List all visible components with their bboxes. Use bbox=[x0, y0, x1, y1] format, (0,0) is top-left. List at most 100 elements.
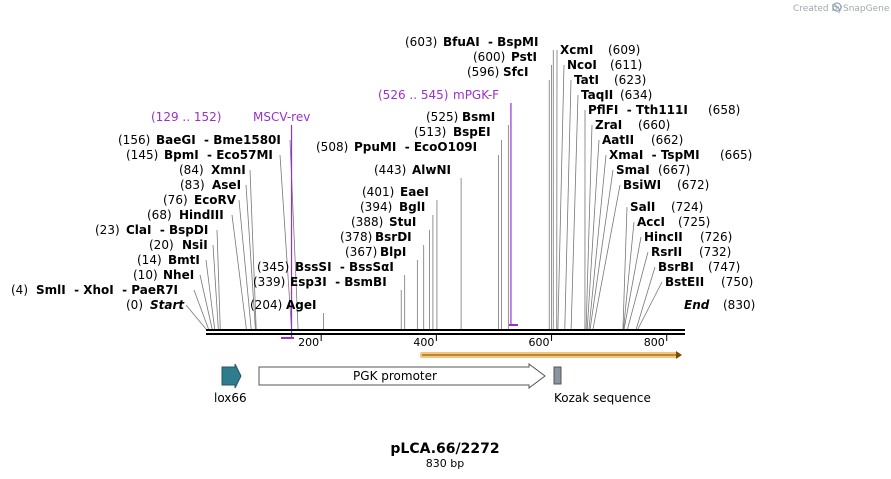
site-name: AgeI bbox=[286, 298, 316, 312]
site-position: (443) bbox=[374, 163, 406, 177]
feature-pgk-promoter[interactable] bbox=[258, 363, 546, 389]
site-agei[interactable]: (204) AgeI bbox=[250, 298, 316, 312]
site-bsiwi[interactable]: BsiWI(672) bbox=[623, 178, 709, 192]
leader-bsiwi bbox=[592, 184, 621, 330]
leader-aatii bbox=[586, 139, 600, 330]
site-sali[interactable]: SalI(724) bbox=[630, 200, 703, 214]
site-sfci[interactable]: (596)SfcI bbox=[467, 65, 528, 79]
site-pflfi-tth111i[interactable]: PflFI - Tth111I(658) bbox=[588, 103, 740, 117]
site-position: (23) bbox=[95, 223, 120, 237]
site-name: NcoI bbox=[567, 58, 597, 72]
site-acci[interactable]: AccI(725) bbox=[637, 215, 710, 229]
leader-zrai bbox=[585, 124, 593, 330]
site-start[interactable]: (0)Start bbox=[126, 298, 185, 312]
site-asei[interactable]: (83)AseI bbox=[180, 178, 241, 192]
plasmid-length: 830 bp bbox=[426, 457, 464, 470]
site-name: PflFI - Tth111I bbox=[588, 103, 688, 117]
site-hindiii[interactable]: (68)HindIII bbox=[147, 208, 224, 222]
site-esp3i-bsmbi[interactable]: (339)Esp3I - BsmBI bbox=[253, 275, 387, 289]
leader-sali bbox=[622, 206, 628, 330]
site-position: (623) bbox=[614, 73, 646, 87]
site-position: (603) bbox=[405, 35, 437, 49]
dna-backbone bbox=[206, 329, 685, 335]
primer-range: (526 .. 545) bbox=[378, 88, 448, 102]
site-smai[interactable]: SmaI(667) bbox=[616, 163, 690, 177]
site-alwni[interactable]: (443) AlwNI bbox=[374, 163, 451, 177]
site-name: TaqII bbox=[581, 88, 613, 102]
site-position: (525) bbox=[426, 110, 458, 124]
site-position: (609) bbox=[608, 43, 640, 57]
site-name: BssSI - BssSαI bbox=[295, 260, 394, 274]
site-baegi-bme1580i[interactable]: (156)BaeGI - Bme1580I bbox=[118, 133, 281, 147]
site-bsrbi[interactable]: BsrBI(747) bbox=[658, 260, 740, 274]
site-blpi[interactable]: (367)BlpI bbox=[345, 245, 406, 259]
site-position: (378) bbox=[340, 230, 372, 244]
site-name: Esp3I - BsmBI bbox=[290, 275, 387, 289]
site-position: (596) bbox=[467, 65, 499, 79]
site-name: NheI bbox=[163, 268, 194, 282]
site-position: (4) bbox=[11, 283, 28, 297]
site-name: BlpI bbox=[380, 245, 406, 259]
site-bsteii[interactable]: BstEII (750) bbox=[665, 275, 753, 289]
primer-mscv-rev[interactable]: (129 .. 152)MSCV-rev bbox=[151, 110, 310, 124]
site-tati[interactable]: TatI(623) bbox=[574, 73, 646, 87]
leader-ecorv bbox=[238, 199, 252, 330]
site-name: NsiI bbox=[182, 238, 208, 252]
site-position: (732) bbox=[699, 245, 731, 259]
site-name: BpmI - Eco57MI bbox=[164, 148, 273, 162]
site-taqii[interactable]: TaqII(634) bbox=[581, 88, 652, 102]
site-name: ZraI bbox=[595, 118, 622, 132]
site-position: (0) bbox=[126, 298, 143, 312]
site-bmti[interactable]: (14)BmtI bbox=[137, 253, 200, 267]
plasmid-title: pLCA.66/2272 bbox=[390, 441, 499, 457]
site-bgli[interactable]: (394)BglI bbox=[360, 200, 425, 214]
site-bspei[interactable]: (513)BspEI bbox=[414, 125, 491, 139]
site-hincii[interactable]: HincII(726) bbox=[644, 230, 732, 244]
site-ecorv[interactable]: (76)EcoRV bbox=[163, 193, 237, 207]
site-xmni[interactable]: (84)XmnI bbox=[179, 163, 246, 177]
site-name: SmlI - XhoI - PaeR7I bbox=[36, 283, 178, 297]
feature-lox66[interactable] bbox=[221, 363, 242, 389]
site-position: (726) bbox=[700, 230, 732, 244]
site-position: (750) bbox=[721, 275, 753, 289]
feature-kozak[interactable] bbox=[553, 366, 562, 385]
site-stui[interactable]: (388)StuI bbox=[351, 215, 416, 229]
site-aatii[interactable]: AatII(662) bbox=[602, 133, 683, 147]
site-xcmi[interactable]: XcmI (609) bbox=[560, 43, 640, 57]
site-ppumi-ecoo109i[interactable]: (508)PpuMI - EcoO109I bbox=[316, 140, 477, 154]
site-eaei[interactable]: (401)EaeI bbox=[362, 185, 429, 199]
site-name: BstEII bbox=[665, 275, 704, 289]
site-name: BmtI bbox=[168, 253, 200, 267]
site-position: (830) bbox=[723, 298, 755, 312]
site-ncoi[interactable]: NcoI(611) bbox=[567, 58, 642, 72]
leader-nsii bbox=[212, 244, 219, 330]
site-clai-bspdi[interactable]: (23)ClaI - BspDI bbox=[95, 223, 208, 237]
site-name: BsiWI bbox=[623, 178, 661, 192]
site-name: EaeI bbox=[400, 185, 429, 199]
site-bsmi[interactable]: (525) BsmI bbox=[426, 110, 495, 124]
site-position: (345) bbox=[257, 260, 289, 274]
site-zrai[interactable]: ZraI(660) bbox=[595, 118, 670, 132]
site-bsrdi[interactable]: (378)BsrDI bbox=[340, 230, 412, 244]
site-name: BsmI bbox=[462, 110, 495, 124]
site-psti[interactable]: (600)PstI bbox=[473, 50, 537, 64]
site-name: AlwNI bbox=[412, 163, 451, 177]
site-name: XcmI bbox=[560, 43, 593, 57]
site-position: (83) bbox=[180, 178, 205, 192]
site-bpmi-eco57mi[interactable]: (145)BpmI - Eco57MI bbox=[126, 148, 273, 162]
site-smli-xhoi-paer7i[interactable]: (4) SmlI - XhoI - PaeR7I bbox=[11, 283, 178, 297]
site-position: (204) bbox=[250, 298, 282, 312]
site-nsii[interactable]: (20)NsiI bbox=[149, 238, 208, 252]
site-rsrii[interactable]: RsrII(732) bbox=[651, 245, 731, 259]
primer-name: mPGK-F bbox=[453, 88, 499, 102]
credit-brand: SnapGene bbox=[843, 4, 890, 14]
primer-mpgk-f[interactable]: (526 .. 545) mPGK-F bbox=[378, 88, 499, 102]
site-nhei[interactable]: (10)NheI bbox=[133, 268, 194, 282]
site-bfuai-bspmi[interactable]: (603)BfuAI - BspMI bbox=[405, 35, 538, 49]
site-name: AatII bbox=[602, 133, 634, 147]
site-end[interactable]: End(830) bbox=[684, 298, 755, 312]
site-bsssi-bsss-i[interactable]: (345) BssSI - BssSαI bbox=[257, 260, 394, 274]
site-xmai-tspmi[interactable]: XmaI - TspMI(665) bbox=[609, 148, 752, 162]
